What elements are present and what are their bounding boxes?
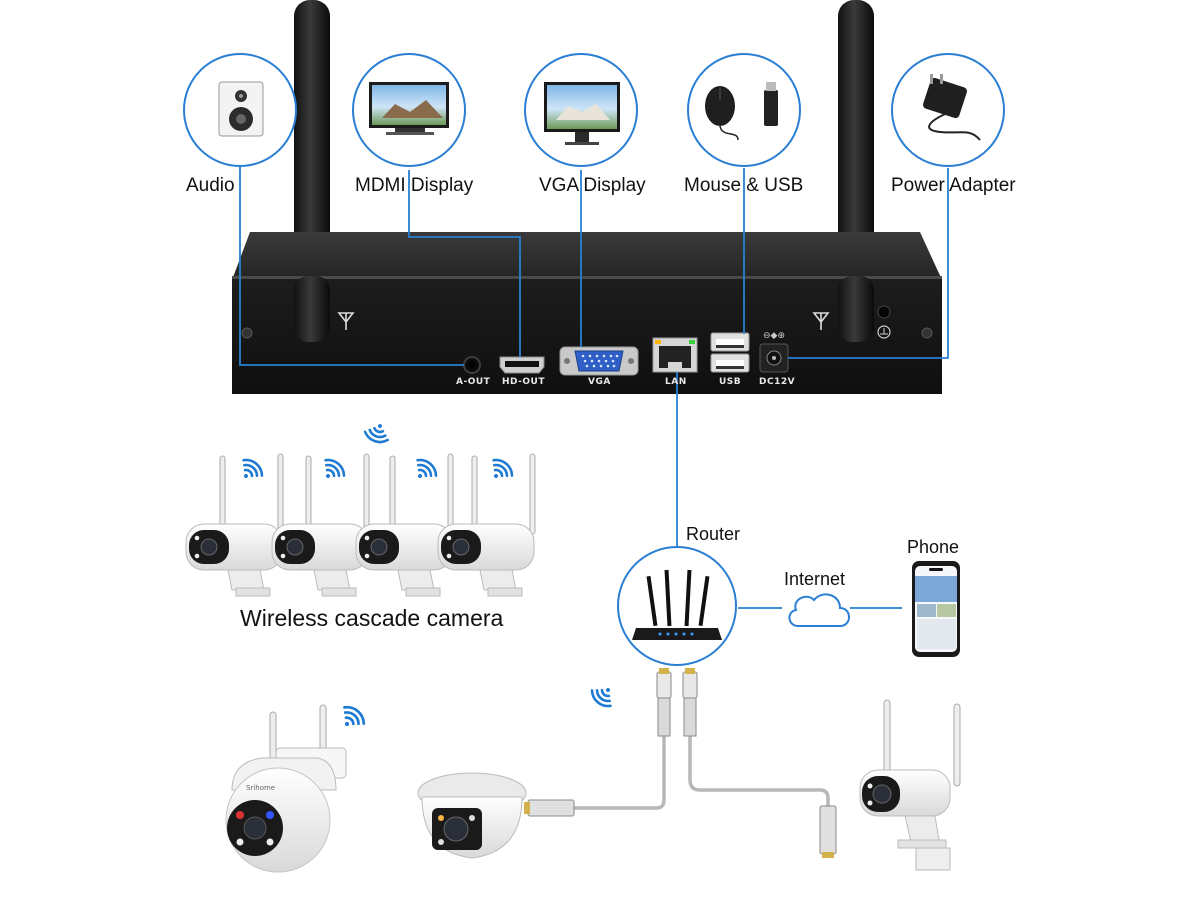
wifi-icon (416, 458, 438, 478)
rj45-plug (819, 805, 837, 858)
phone-icon (912, 561, 960, 657)
nvr-recorder (232, 232, 942, 394)
antenna-right-base (838, 276, 874, 342)
port-label-a-out: A-OUT (456, 377, 491, 387)
port-label-vga: VGA (588, 377, 611, 387)
wifi-icon (242, 458, 264, 478)
audio-label: Audio (186, 175, 235, 196)
wifi-icon (324, 458, 346, 478)
power-adapter-icon (923, 74, 981, 141)
mouse-icon (705, 86, 739, 141)
rj45-plug (656, 668, 672, 737)
wifi-icon (343, 705, 366, 727)
mouse-usb-circle (687, 53, 801, 167)
camera-icon (185, 453, 284, 597)
camera-icon (417, 772, 527, 859)
wireless-cascade-camera-label: Wireless cascade camera (240, 605, 504, 631)
router-circle (617, 546, 737, 666)
camera-icon (859, 699, 961, 871)
port-label-usb: USB (719, 377, 742, 387)
port-lan (652, 337, 698, 373)
port-vga (559, 346, 639, 376)
phone-label: Phone (907, 537, 960, 557)
internet-label: Internet (784, 569, 846, 589)
port-label-hd-out: HD-OUT (502, 377, 546, 387)
camera-icon (271, 453, 370, 597)
ethernet-cables (572, 735, 830, 810)
wifi-icon (492, 458, 514, 478)
monitor-icon (369, 82, 449, 135)
vga-display-label: VGA Display (539, 175, 646, 196)
router-icon (632, 569, 722, 640)
reset-hole (877, 305, 891, 319)
svg-text:⊖◆⊕: ⊖◆⊕ (763, 331, 785, 341)
port-a-out (463, 356, 481, 374)
svg-text:Srihome: Srihome (246, 784, 275, 792)
router-label: Router (686, 524, 741, 544)
camera-icon: Srihome (225, 704, 347, 873)
antenna-left-base (294, 276, 330, 342)
port-hd-out (499, 356, 545, 374)
camera-icon (355, 453, 454, 597)
connection-lines (239, 165, 949, 609)
mouse-usb-label: Mouse & USB (684, 175, 804, 196)
antenna-icon (812, 312, 830, 330)
monitor-icon (544, 82, 620, 145)
hdmi-display-label: MDMI Display (355, 175, 474, 196)
rj45-plug (682, 668, 698, 737)
camera-icon (437, 453, 536, 597)
wifi-icon (590, 688, 612, 708)
wifi-icon (363, 424, 389, 444)
antenna-icon (337, 312, 355, 330)
ground-icon (877, 325, 891, 339)
rj45-plug (524, 799, 575, 817)
usb-dongle-icon (764, 82, 778, 126)
power-adapter-label: Power Adapter (891, 175, 1016, 196)
cloud-icon (788, 593, 850, 627)
port-label-lan: LAN (665, 377, 687, 387)
port-dc12v: ⊖◆⊕ (759, 331, 789, 373)
port-usb (710, 332, 750, 373)
port-label-dc12v: DC12V (759, 377, 796, 387)
speaker-icon (218, 81, 264, 137)
